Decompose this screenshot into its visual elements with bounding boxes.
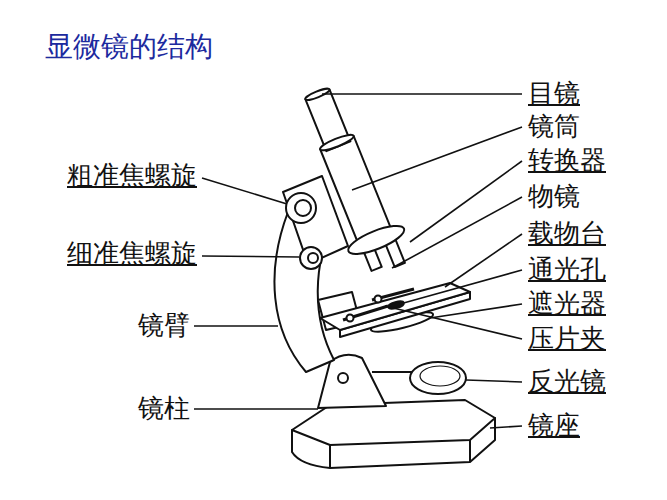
mirror-face [420, 366, 460, 386]
part-label: 细准焦螺旋 [67, 239, 197, 269]
part-label: 通光孔 [528, 255, 606, 285]
part-label: 遮光器 [528, 289, 606, 319]
tube-collar [319, 132, 355, 153]
part-label: 反光镜 [528, 367, 606, 397]
leader-line [202, 256, 299, 257]
leader-line [400, 270, 522, 304]
leader-line [430, 304, 522, 318]
part-label: 转换器 [528, 146, 606, 176]
part-label: 粗准焦螺旋 [67, 161, 197, 191]
clip-screw [375, 296, 382, 303]
fine-knob [300, 247, 322, 269]
leader-line [410, 161, 522, 242]
coarse-knob [286, 193, 316, 223]
leader-lines [194, 94, 522, 428]
leader-line [445, 234, 522, 287]
leader-line [352, 127, 522, 190]
diagram-title: 显微镜的结构 [45, 28, 213, 66]
leader-line [385, 306, 522, 339]
coarse-knob-inner [295, 200, 311, 216]
part-label: 镜柱 [138, 394, 190, 424]
leader-line [490, 426, 522, 428]
pillar-pivot [338, 373, 348, 383]
base-edge [330, 440, 470, 468]
leader-line [466, 380, 522, 382]
leader-line [202, 178, 287, 204]
part-label: 物镜 [528, 182, 580, 212]
part-label: 载物台 [528, 219, 606, 249]
part-label: 镜座 [528, 411, 580, 441]
converter [345, 220, 407, 259]
part-label: 镜臂 [138, 311, 190, 341]
leader-line [194, 408, 318, 410]
leader-line [322, 93, 522, 95]
part-label: 镜筒 [528, 112, 580, 142]
mirror [410, 362, 466, 394]
part-label: 压片夹 [528, 324, 606, 354]
leader-line [392, 197, 522, 268]
part-label: 目镜 [528, 79, 580, 109]
fine-knob-inner [308, 253, 318, 263]
leader-line [194, 325, 278, 327]
clip-screw [347, 315, 354, 322]
